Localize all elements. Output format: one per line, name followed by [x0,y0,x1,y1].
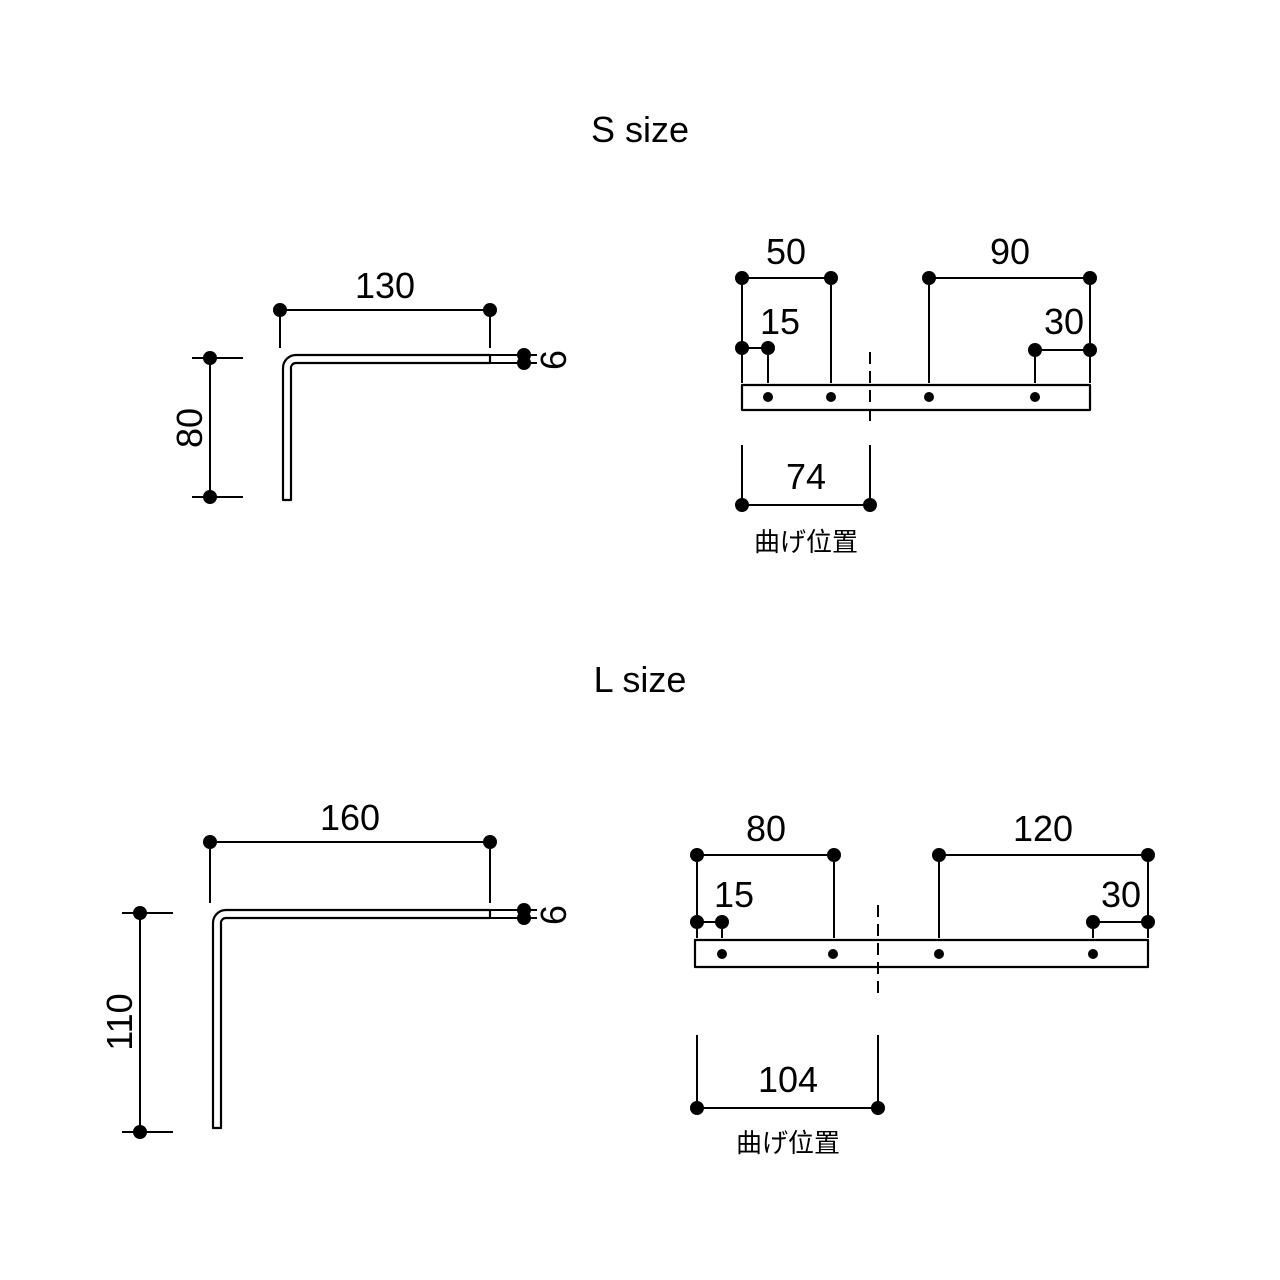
l-right-hole-offset-dimension: 30 [1086,874,1155,929]
l-bracket-outline [211,908,492,1130]
l-height-value: 110 [99,993,140,1050]
s-bracket-outline [281,353,492,502]
l-flat-view: 80 120 15 30 [690,808,1155,1158]
l-size-title: L size [594,659,687,700]
l-left-hole-offset-dimension: 15 [690,874,754,929]
s-left-hole-offset-value: 15 [760,301,800,342]
s-side-view: 130 80 6 [169,265,574,504]
l-bend-distance-value: 104 [758,1059,818,1100]
l-right-span-value: 120 [1013,808,1073,849]
s-right-hole-offset-value: 30 [1044,301,1084,342]
s-bend-distance-dimension: 74 [735,445,877,512]
s-left-span-value: 50 [766,231,806,272]
l-width-value: 160 [320,797,380,838]
l-hole-3 [934,949,944,959]
s-thickness-dimension: 6 [490,348,574,370]
s-hole-4 [1030,392,1040,402]
l-right-hole-offset-value: 30 [1101,874,1141,915]
s-height-dimension: 80 [169,351,243,504]
l-bend-position-label: 曲げ位置 [736,1128,840,1158]
l-flat-strip [693,938,1150,969]
s-hole-3 [924,392,934,402]
l-left-hole-offset-value: 15 [714,874,754,915]
l-width-dimension: 160 [203,797,497,903]
s-right-span-dimension: 90 [922,231,1097,285]
s-height-value: 80 [169,408,210,448]
l-left-span-value: 80 [746,808,786,849]
s-right-hole-offset-dimension: 30 [1028,301,1097,357]
s-size-drawing: S size 130 80 [169,109,1097,557]
s-right-span-value: 90 [990,231,1030,272]
s-left-span-dimension: 50 [735,231,838,285]
s-hole-1 [763,392,773,402]
s-bend-position-label: 曲げ位置 [754,527,858,557]
l-hole-4 [1088,949,1098,959]
l-side-view: 160 110 6 [99,797,574,1139]
l-thickness-value: 6 [533,905,574,925]
s-size-title: S size [591,109,689,150]
s-width-value: 130 [355,265,415,306]
s-flat-view: 50 90 15 30 [735,231,1097,557]
l-right-span-dimension: 120 [932,808,1155,862]
s-thickness-value: 6 [533,350,574,370]
l-size-drawing: L size 160 110 [99,659,1155,1158]
l-left-span-dimension: 80 [690,808,841,862]
l-thickness-dimension: 6 [490,903,574,925]
s-bend-distance-value: 74 [786,456,826,497]
l-bend-distance-dimension: 104 [690,1035,885,1115]
s-hole-2 [826,392,836,402]
l-hole-2 [828,949,838,959]
s-left-hole-offset-dimension: 15 [735,301,800,355]
l-hole-1 [717,949,727,959]
l-height-dimension: 110 [99,906,173,1139]
s-width-dimension: 130 [273,265,497,348]
